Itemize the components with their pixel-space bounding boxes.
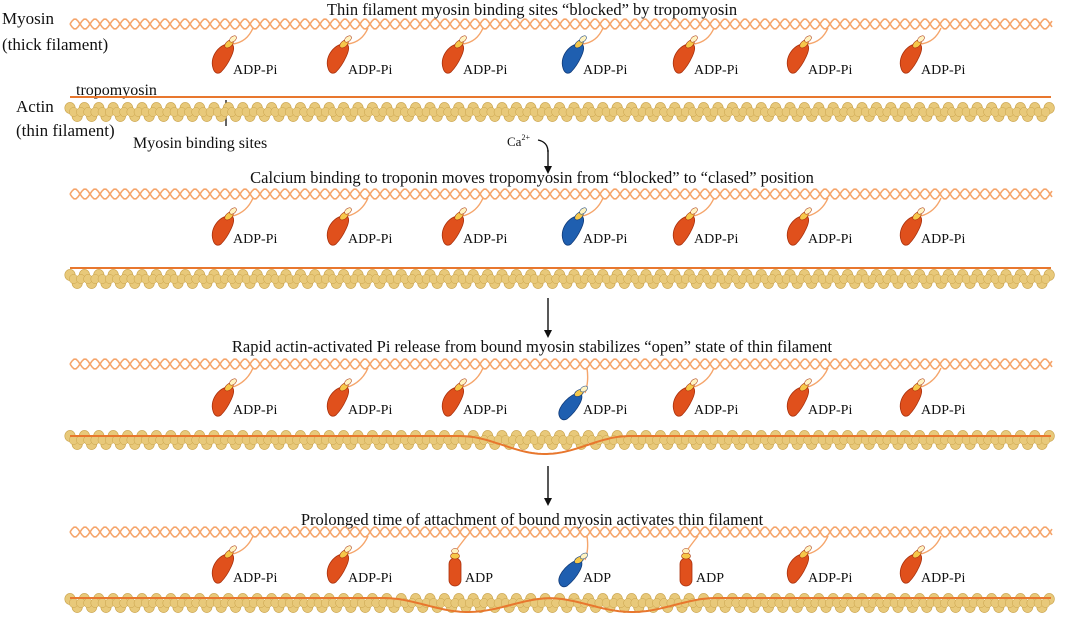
- myosin-head: ADP-Pi: [899, 535, 965, 586]
- thick-filament-strand: [69, 526, 1053, 538]
- panel: Rapid actin-activated Pi release from bo…: [64, 337, 1055, 455]
- nucleotide-state-label: ADP-Pi: [233, 403, 277, 418]
- myosin-head: ADP-Pi: [899, 197, 965, 247]
- nucleotide-state-label: ADP: [696, 571, 724, 586]
- myosin-head: ADP-Pi: [672, 197, 738, 247]
- nucleotide-state-label: ADP-Pi: [694, 403, 738, 418]
- nucleotide-state-label: ADP-Pi: [694, 232, 738, 247]
- actin-filament: [64, 593, 1055, 613]
- actin-filament: [64, 102, 1055, 122]
- nucleotide-state-label: ADP-Pi: [463, 403, 507, 418]
- panel: Thin filament myosin binding sites “bloc…: [64, 0, 1055, 122]
- nucleotide-state-label: ADP-Pi: [463, 63, 507, 78]
- tropomyosin-strand: [70, 597, 1051, 613]
- myosin-label: Myosin: [2, 9, 54, 28]
- actin-filament: [64, 269, 1055, 289]
- myosin-head: ADP-Pi: [786, 367, 852, 418]
- myosin-head: ADP: [448, 535, 493, 587]
- flow-arrow-2: [544, 298, 552, 338]
- flow-arrow-1: [544, 150, 552, 174]
- panel-title: Calcium binding to troponin moves tropom…: [250, 168, 814, 187]
- myosin-head: ADP-Pi: [326, 197, 392, 247]
- myosin-head: ADP-Pi: [786, 27, 852, 78]
- myosin-head: ADP: [679, 535, 724, 587]
- actin-label: Actin: [16, 97, 54, 116]
- myosin-head: ADP-Pi: [672, 367, 738, 418]
- panel: Prolonged time of attachment of bound my…: [64, 510, 1055, 613]
- actin-filament: [64, 430, 1055, 450]
- nucleotide-state-label: ADP-Pi: [921, 403, 965, 418]
- myosin-head: ADP-Pi: [441, 27, 507, 78]
- nucleotide-state-label: ADP-Pi: [348, 571, 392, 586]
- nucleotide-state-label: ADP-Pi: [463, 232, 507, 247]
- myosin-head: ADP-Pi: [441, 367, 507, 418]
- nucleotide-state-label: ADP-Pi: [921, 571, 965, 586]
- myosin-head: ADP-Pi: [211, 27, 277, 78]
- nucleotide-state-label: ADP-Pi: [583, 403, 627, 418]
- thick-filament-strand: [69, 526, 1053, 538]
- nucleotide-state-label: ADP-Pi: [808, 571, 852, 586]
- panel-title: Prolonged time of attachment of bound my…: [301, 510, 764, 529]
- thick-filament-strand: [69, 18, 1053, 30]
- calcium-annotation: Ca2+: [507, 133, 549, 153]
- myosin-head: ADP-Pi: [558, 367, 627, 421]
- calcium-label: Ca2+: [507, 133, 530, 149]
- binding-sites-label: Myosin binding sites: [133, 135, 267, 152]
- myosin-head: ADP-Pi: [211, 535, 277, 586]
- nucleotide-state-label: ADP: [465, 571, 493, 586]
- myosin-head: ADP-Pi: [899, 367, 965, 418]
- nucleotide-state-label: ADP-Pi: [233, 571, 277, 586]
- nucleotide-state-label: ADP-Pi: [348, 63, 392, 78]
- myosin-head: ADP-Pi: [211, 367, 277, 418]
- myosin-head: ADP-Pi: [561, 197, 627, 247]
- thick-filament-strand: [69, 358, 1053, 370]
- panel-title: Thin filament myosin binding sites “bloc…: [327, 0, 737, 19]
- nucleotide-state-label: ADP-Pi: [348, 403, 392, 418]
- myosin-head: ADP-Pi: [211, 197, 277, 247]
- nucleotide-state-label: ADP-Pi: [233, 63, 277, 78]
- myosin-head: ADP-Pi: [326, 367, 392, 418]
- thick-filament-strand: [69, 358, 1053, 370]
- nucleotide-state-label: ADP-Pi: [808, 232, 852, 247]
- panel: Calcium binding to troponin moves tropom…: [64, 168, 1055, 289]
- thick-filament-strand: [69, 188, 1053, 200]
- thick-filament-strand: [69, 188, 1053, 200]
- myosin-head: ADP-Pi: [326, 535, 392, 586]
- myosin-head: ADP-Pi: [441, 197, 507, 247]
- nucleotide-state-label: ADP-Pi: [348, 232, 392, 247]
- calcium-curve: [537, 139, 549, 153]
- tropomyosin-label: tropomyosin: [76, 82, 157, 99]
- nucleotide-state-label: ADP-Pi: [233, 232, 277, 247]
- myosin-head: ADP: [558, 535, 611, 588]
- panel-title: Rapid actin-activated Pi release from bo…: [232, 337, 833, 356]
- myosin-head: ADP-Pi: [561, 27, 627, 78]
- myosin-head: ADP-Pi: [899, 27, 965, 78]
- nucleotide-state-label: ADP-Pi: [583, 232, 627, 247]
- nucleotide-state-label: ADP-Pi: [808, 63, 852, 78]
- myosin-head: ADP-Pi: [786, 197, 852, 247]
- nucleotide-state-label: ADP-Pi: [921, 232, 965, 247]
- panels: Thin filament myosin binding sites “bloc…: [64, 0, 1055, 613]
- nucleotide-state-label: ADP: [583, 571, 611, 586]
- myosin-head: ADP-Pi: [786, 535, 852, 586]
- thick-filament-label: (thick filament): [2, 35, 108, 54]
- nucleotide-state-label: ADP-Pi: [694, 63, 738, 78]
- nucleotide-state-label: ADP-Pi: [808, 403, 852, 418]
- myosin-head: ADP-Pi: [326, 27, 392, 78]
- tropomyosin-strand: [70, 435, 1051, 455]
- thick-filament-strand: [69, 18, 1053, 30]
- flow-arrow-3: [544, 466, 552, 506]
- nucleotide-state-label: ADP-Pi: [583, 63, 627, 78]
- myosin-head: ADP-Pi: [672, 27, 738, 78]
- nucleotide-state-label: ADP-Pi: [921, 63, 965, 78]
- thin-filament-label: (thin filament): [16, 121, 115, 140]
